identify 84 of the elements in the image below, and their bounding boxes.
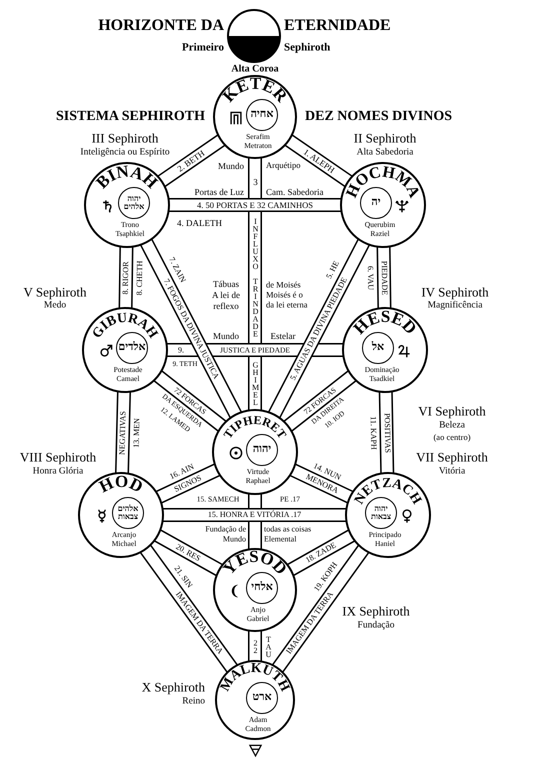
path-band xyxy=(272,545,370,672)
region-label: Cam. Sabedoria xyxy=(266,186,324,198)
sephirah-attribute: Fundação xyxy=(358,620,394,632)
region-label: Portas de Luz xyxy=(194,186,244,198)
path-band xyxy=(284,370,356,432)
path-band xyxy=(167,343,343,357)
hebrew-name: אלדים xyxy=(118,342,146,354)
path-band xyxy=(163,508,346,522)
region-label: Arquétipo xyxy=(266,161,300,171)
path-band xyxy=(248,158,262,410)
hebrew-name: אל xyxy=(372,342,384,354)
path-band xyxy=(140,239,242,418)
hebrew-name: יהוה xyxy=(252,444,272,456)
heading: SISTEMA SEPHIROTH xyxy=(56,108,205,126)
path-band xyxy=(290,464,354,504)
path-band xyxy=(115,392,131,474)
path-band xyxy=(284,134,352,187)
sephirah-name: HESED xyxy=(350,306,420,338)
sephirah-heading: IV Sephiroth xyxy=(421,286,489,300)
heading: ETERNIDADE xyxy=(284,16,391,36)
sephirah-circle xyxy=(212,409,298,495)
path-name: TAU xyxy=(263,634,273,658)
path-name: GHIMEL xyxy=(250,360,260,406)
hebrew-name: אחיה xyxy=(250,109,274,121)
hebrew-name: יה xyxy=(371,197,381,209)
sephirah-name: BINAH xyxy=(92,162,162,192)
sephirah-attribute: Medo xyxy=(44,300,66,312)
edge-label: INFLUXO TRINDADE xyxy=(250,217,260,338)
edge-label: PIEDADE xyxy=(380,259,388,296)
sephirah-heading: VIII Sephiroth xyxy=(20,450,96,466)
edge-label: 15. HONRA E VITÓRIA .17 xyxy=(206,511,302,519)
path-band xyxy=(268,239,370,418)
path-name: 4. DALETH xyxy=(177,218,222,228)
heading: DEZ NOMES DIVINOS xyxy=(305,108,452,126)
heading: HORIZONTE DA xyxy=(98,16,224,36)
path-name: 11. KAPH xyxy=(368,414,377,451)
sephirah-heading: X Sephiroth xyxy=(142,680,205,696)
hebrew-name: ארט xyxy=(252,692,272,704)
hebrew-name: אלחי xyxy=(251,582,273,594)
sephirah-attribute: Magnificência xyxy=(428,300,482,312)
sephirah-attribute: (ao centro) xyxy=(433,433,471,443)
sephirah-heading: VI Sephiroth xyxy=(418,404,486,420)
sephirah-attribute: Honra Glória xyxy=(32,466,84,478)
path-band xyxy=(378,392,394,474)
sephirah-attribute: Inteligência ou Espírito xyxy=(80,148,170,158)
sephirah-heading: VII Sephiroth xyxy=(416,450,488,466)
path-name: 8. CHETH xyxy=(136,259,144,296)
region-label: Fundação de Mundo xyxy=(205,524,246,544)
path-band xyxy=(118,246,134,308)
sephirah-name: HOD xyxy=(96,472,146,496)
edge-label: 8. RIGOR xyxy=(122,260,130,295)
path-band xyxy=(169,198,341,212)
path-name: 6. VAU xyxy=(366,264,374,291)
inner-circle xyxy=(112,497,144,529)
sephirah-heading: Sephiroth xyxy=(284,42,330,54)
sephirah-attribute: Beleza xyxy=(439,420,465,432)
path-band xyxy=(158,134,226,187)
path-band xyxy=(376,246,392,308)
hebrew-name: אלהים צבאות xyxy=(118,504,138,522)
sephirah-heading: II Sephiroth xyxy=(354,132,416,146)
sephirah-heading: III Sephiroth xyxy=(92,132,158,146)
half-filled-circle xyxy=(227,9,281,63)
sephirah-attribute: Reino xyxy=(182,696,205,708)
sephirah-heading: V Sephiroth xyxy=(24,286,86,300)
path-number: 9. xyxy=(178,345,184,355)
hebrew-name: יהוה צבאות xyxy=(370,504,392,522)
hebrew-name: יהוה אלהים xyxy=(124,194,144,212)
sephirah-heading: Primeiro xyxy=(182,42,224,54)
path-band xyxy=(248,631,262,661)
inner-circle xyxy=(118,187,150,219)
region-label: Mundo xyxy=(218,160,244,172)
path-band xyxy=(156,464,220,504)
sephirah-attribute: Alta Coroa xyxy=(231,63,279,75)
sephirah-attribute: Alta Sabedoria xyxy=(356,148,414,158)
path-band xyxy=(248,494,262,549)
path-name: 13. MEN xyxy=(132,416,142,449)
path-band xyxy=(140,544,238,673)
sephirah-heading: IX Sephiroth xyxy=(342,604,410,620)
path-band xyxy=(154,370,226,432)
path-band xyxy=(154,529,223,576)
inner-circle xyxy=(246,572,278,604)
edge-label: 4. 50 PORTAS E 32 CAMINHOS xyxy=(196,200,314,210)
path-band xyxy=(287,530,355,576)
sephirah-attribute: Vitória xyxy=(438,466,466,478)
